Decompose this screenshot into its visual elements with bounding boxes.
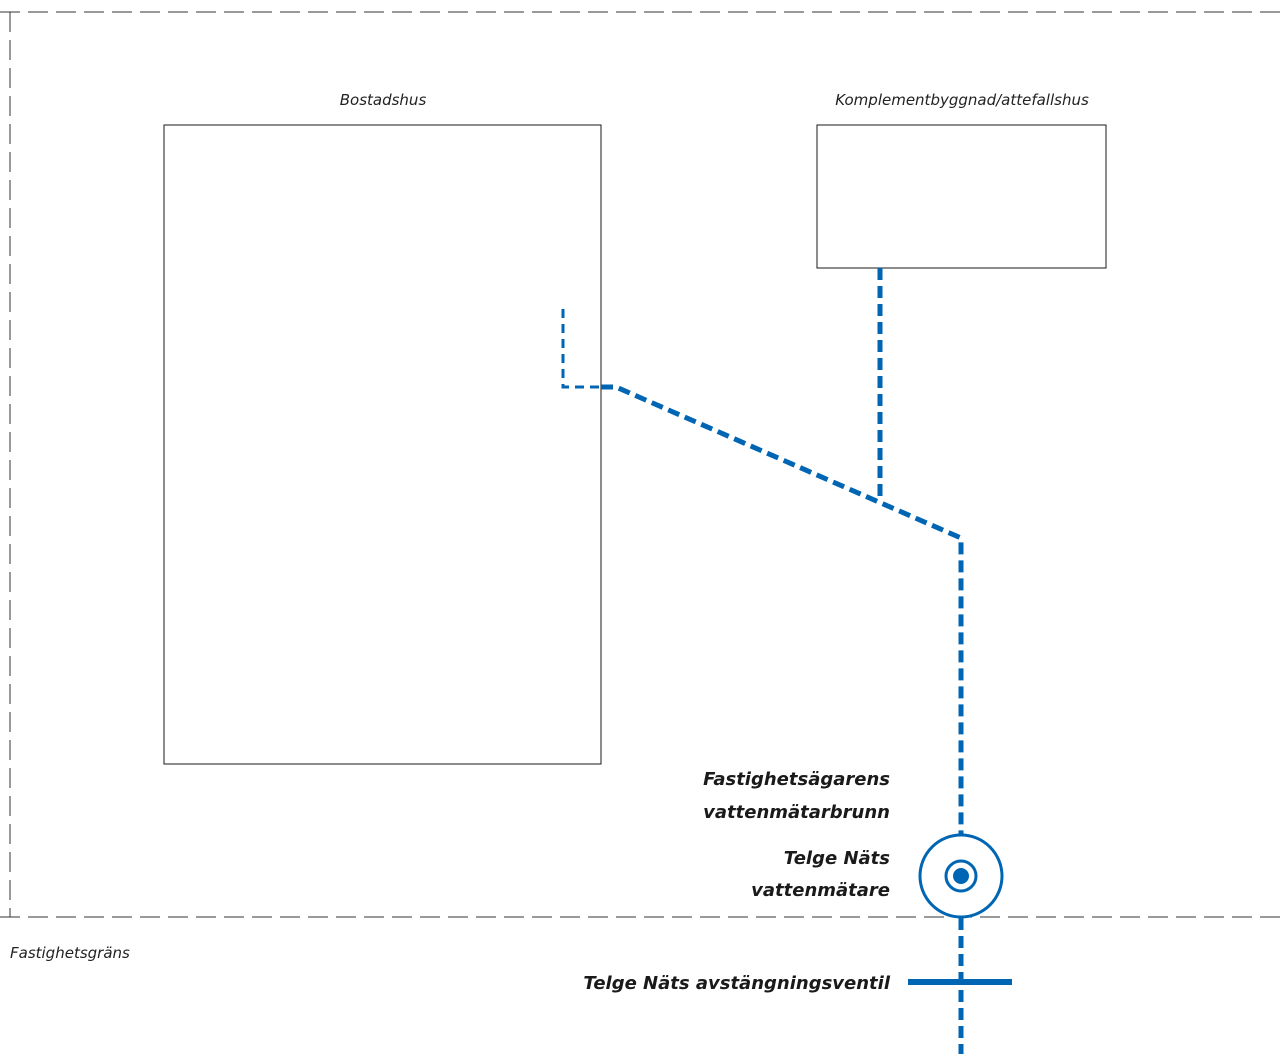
shutoff-valve-label: Telge Näts avstängningsventil (583, 973, 890, 994)
house-outline (163, 124, 602, 765)
annex-outline (816, 124, 1107, 269)
water-pipes (561, 268, 964, 1054)
pipe-inside-house (561, 309, 601, 389)
house-label: Bostadshus (340, 91, 427, 109)
pipe-main-line (601, 384, 964, 835)
meter-well-label-line2: vattenmätarbrunn (703, 802, 890, 823)
property-boundary (0, 11, 1285, 918)
meter-label-line1: Telge Näts (784, 848, 891, 869)
boundary-label: Fastighetsgräns (10, 944, 130, 962)
meter-well (918, 833, 1004, 919)
annex-label: Komplementbyggnad/attefallshus (835, 91, 1089, 109)
meter-well-label-line1: Fastighetsägarens (703, 769, 890, 790)
water-meter-center-icon (953, 868, 969, 884)
meter-label-line2: vattenmätare (751, 880, 890, 901)
